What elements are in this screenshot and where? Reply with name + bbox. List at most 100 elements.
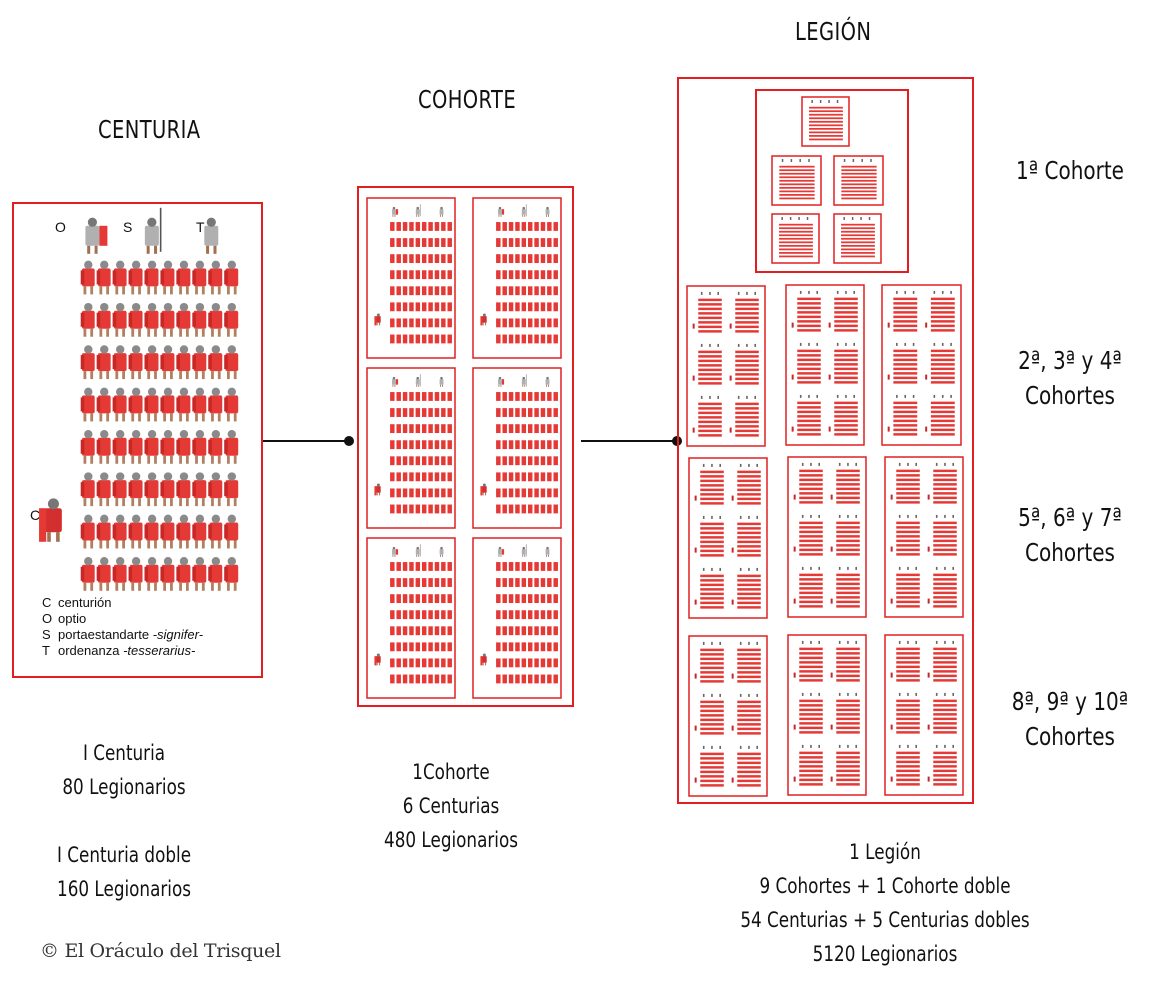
legionary-row-mark [737, 653, 761, 656]
legionary-row-mark [698, 434, 722, 437]
soldier-leg [106, 286, 110, 295]
soldier-shield [160, 482, 165, 497]
legionary-mark [415, 674, 421, 684]
officer-mark [941, 394, 944, 398]
officer-leg [524, 214, 526, 217]
soldier-helmet [227, 514, 236, 524]
soldier-leg [195, 582, 198, 591]
officer-helmet [482, 653, 486, 657]
officer-body [482, 486, 487, 493]
legionary-row-mark [933, 526, 957, 529]
officer-body [439, 379, 444, 385]
legionary-mark [515, 456, 520, 466]
centurion-mark [692, 323, 695, 329]
soldier-body [225, 268, 239, 287]
legionary-mark [502, 254, 507, 264]
legionary-mark [421, 626, 427, 636]
legionary-row-mark [841, 172, 877, 175]
soldier-leg [83, 540, 87, 549]
legionary-row-mark [834, 311, 858, 314]
legionary-row-mark [930, 354, 955, 357]
legionary-icon [128, 260, 143, 295]
soldier-leg [154, 540, 157, 549]
legionary-mark [409, 270, 414, 280]
soldier-leg [106, 371, 110, 380]
legionary-icon [96, 302, 111, 337]
legionary-icon [208, 557, 223, 591]
legionary-row-mark [700, 709, 724, 713]
legionary-mark [534, 562, 539, 571]
legionary-icon [192, 302, 207, 337]
legionary-mark [521, 222, 527, 231]
centurion-icon [480, 483, 487, 496]
soldier-body [81, 437, 95, 456]
centurion-mark [793, 546, 796, 552]
soldier-leg [131, 498, 135, 507]
legionary-mark [534, 270, 539, 280]
officer-helmet [522, 546, 526, 550]
legionary-mark [402, 472, 408, 482]
officer-helmet [416, 546, 420, 550]
label-line: Cohortes [1025, 722, 1115, 751]
legionary-mark [396, 238, 401, 247]
officer-body [498, 549, 502, 555]
soldier-helmet [195, 429, 205, 439]
legionary-row-mark [779, 194, 815, 196]
legionary-row-mark [700, 601, 724, 605]
officer-mark [896, 290, 898, 294]
legionary-mark [534, 318, 539, 328]
legionary-row-mark [797, 406, 821, 409]
centurion-mark [925, 426, 928, 432]
legionary-row-mark [700, 497, 724, 501]
legionary-row-mark [700, 479, 724, 483]
soldier-shield [224, 566, 228, 581]
soldier-shield [160, 524, 165, 539]
centurion-mark [890, 724, 893, 730]
legionary-row-mark [737, 588, 761, 591]
legionary-mark [409, 642, 414, 652]
legionary-row-mark [836, 699, 860, 703]
officer-leg [485, 662, 487, 666]
legionary-row-mark [893, 320, 918, 323]
officer-mark [944, 566, 946, 570]
legionary-mark [447, 504, 452, 514]
legionary-mark [547, 626, 552, 636]
legionary-mark [502, 334, 507, 344]
double-centuria-box [833, 213, 882, 264]
centurion-mark [791, 374, 794, 380]
legionary-mark [521, 674, 527, 684]
soldier-leg [83, 413, 87, 422]
soldier-leg [179, 540, 182, 549]
legionary-mark [534, 610, 539, 620]
legionary-row-mark [933, 578, 957, 581]
legionary-mark [521, 642, 527, 652]
officer-mark [756, 693, 758, 697]
soldier-body [81, 268, 95, 287]
legionary-mark [434, 408, 440, 417]
legionary-mark [434, 286, 440, 296]
tesserarius-icon [545, 376, 550, 387]
legionary-row-mark [930, 433, 955, 436]
legionary-row-mark [700, 488, 724, 492]
centurion-mark [890, 546, 893, 552]
officer-mark [855, 566, 857, 570]
officer-leg [485, 492, 487, 496]
soldier-shield [176, 566, 180, 581]
optio-icon [392, 376, 399, 387]
legionary-mark [434, 610, 440, 620]
legionary-row-mark [700, 766, 724, 769]
soldier-leg [154, 455, 157, 464]
legionary-mark [409, 456, 414, 466]
soldier-helmet [115, 472, 125, 481]
legionary-icon [176, 472, 191, 507]
soldier-body [97, 480, 111, 499]
officer-mark [781, 159, 784, 162]
legionary-row-mark [700, 657, 724, 661]
legionary-mark [540, 642, 546, 652]
officer-mark [799, 394, 802, 398]
legionary-mark [534, 674, 539, 684]
legionary-mark [547, 610, 552, 620]
legionary-mark [508, 424, 514, 434]
soldier-shield [176, 312, 180, 327]
legionary-mark [415, 270, 421, 280]
